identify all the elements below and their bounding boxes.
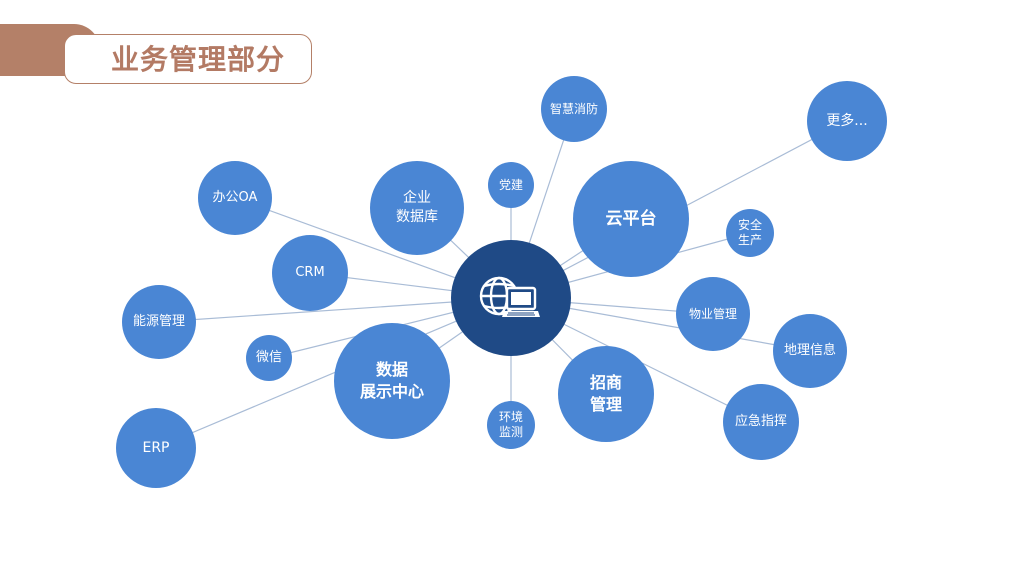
node-safety-production: 安全 生产 bbox=[726, 209, 774, 257]
node-investment-management: 招商 管理 bbox=[558, 346, 654, 442]
header-frame bbox=[64, 34, 312, 84]
globe-computer-icon bbox=[479, 276, 540, 317]
node-environment-monitoring: 环境 监测 bbox=[487, 401, 535, 449]
node-geographic-information: 地理信息 bbox=[773, 314, 847, 388]
node-data-display-center: 数据 展示中心 bbox=[334, 323, 450, 439]
node-enterprise-database: 企业 数据库 bbox=[370, 161, 464, 255]
node-energy-management: 能源管理 bbox=[122, 285, 196, 359]
node-smart-fire-protection: 智慧消防 bbox=[541, 76, 607, 142]
node-crm: CRM bbox=[272, 235, 348, 311]
connector-line-erp bbox=[155, 297, 512, 449]
node-party-building: 党建 bbox=[488, 162, 534, 208]
node-cloud-platform: 云平台 bbox=[573, 161, 689, 277]
hub-node bbox=[451, 240, 571, 356]
page-title: 业务管理部分 bbox=[111, 43, 286, 76]
node-erp: ERP bbox=[116, 408, 196, 488]
node-property-management: 物业管理 bbox=[676, 277, 750, 351]
node-emergency-command: 应急指挥 bbox=[723, 384, 799, 460]
node-more: 更多... bbox=[807, 81, 887, 161]
node-wechat: 微信 bbox=[246, 335, 292, 381]
node-office-oa: 办公OA bbox=[198, 161, 272, 235]
